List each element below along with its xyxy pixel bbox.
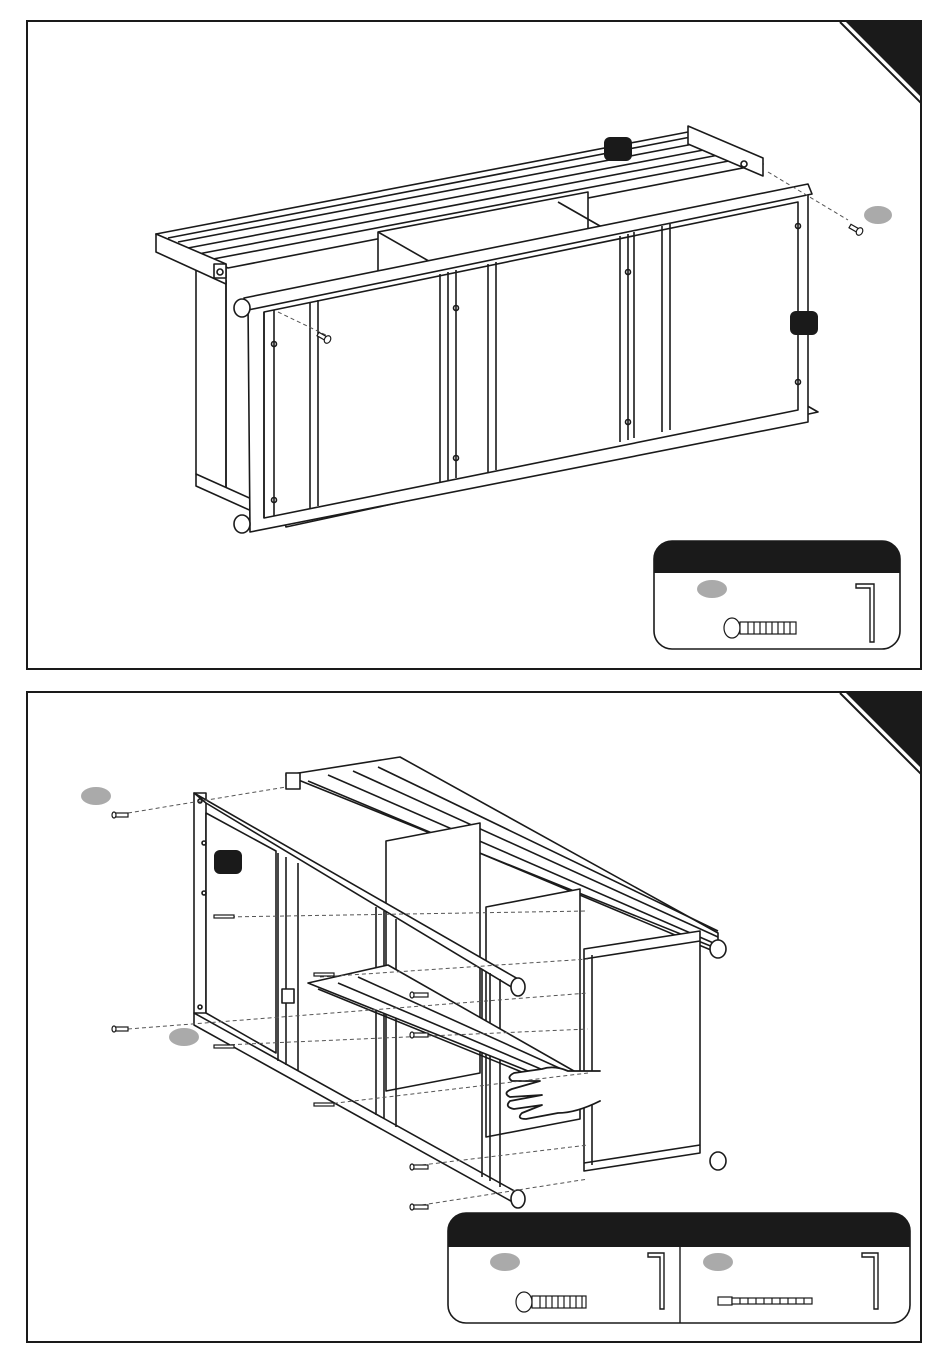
part-callout-c [790, 311, 818, 335]
part-callout-a [864, 206, 892, 224]
part-callout-b [604, 137, 632, 161]
step-2-corner-tab [840, 693, 922, 777]
part-callout-a [81, 787, 111, 805]
shelf-unit-drawing [156, 126, 818, 533]
step-panel-1 [26, 20, 922, 670]
step-1-illustration [28, 22, 922, 670]
step-1-corner-tab [840, 22, 922, 106]
part-callout-b [214, 850, 242, 874]
part-callout-c [169, 1028, 199, 1046]
part-label-marker [697, 580, 727, 598]
long-screw-icon [718, 1297, 812, 1305]
step-panel-2 [26, 691, 922, 1343]
parts-box [448, 1213, 910, 1323]
step-2-illustration [28, 693, 922, 1343]
parts-box [654, 541, 900, 649]
shelf-unit-drawing [194, 757, 726, 1208]
